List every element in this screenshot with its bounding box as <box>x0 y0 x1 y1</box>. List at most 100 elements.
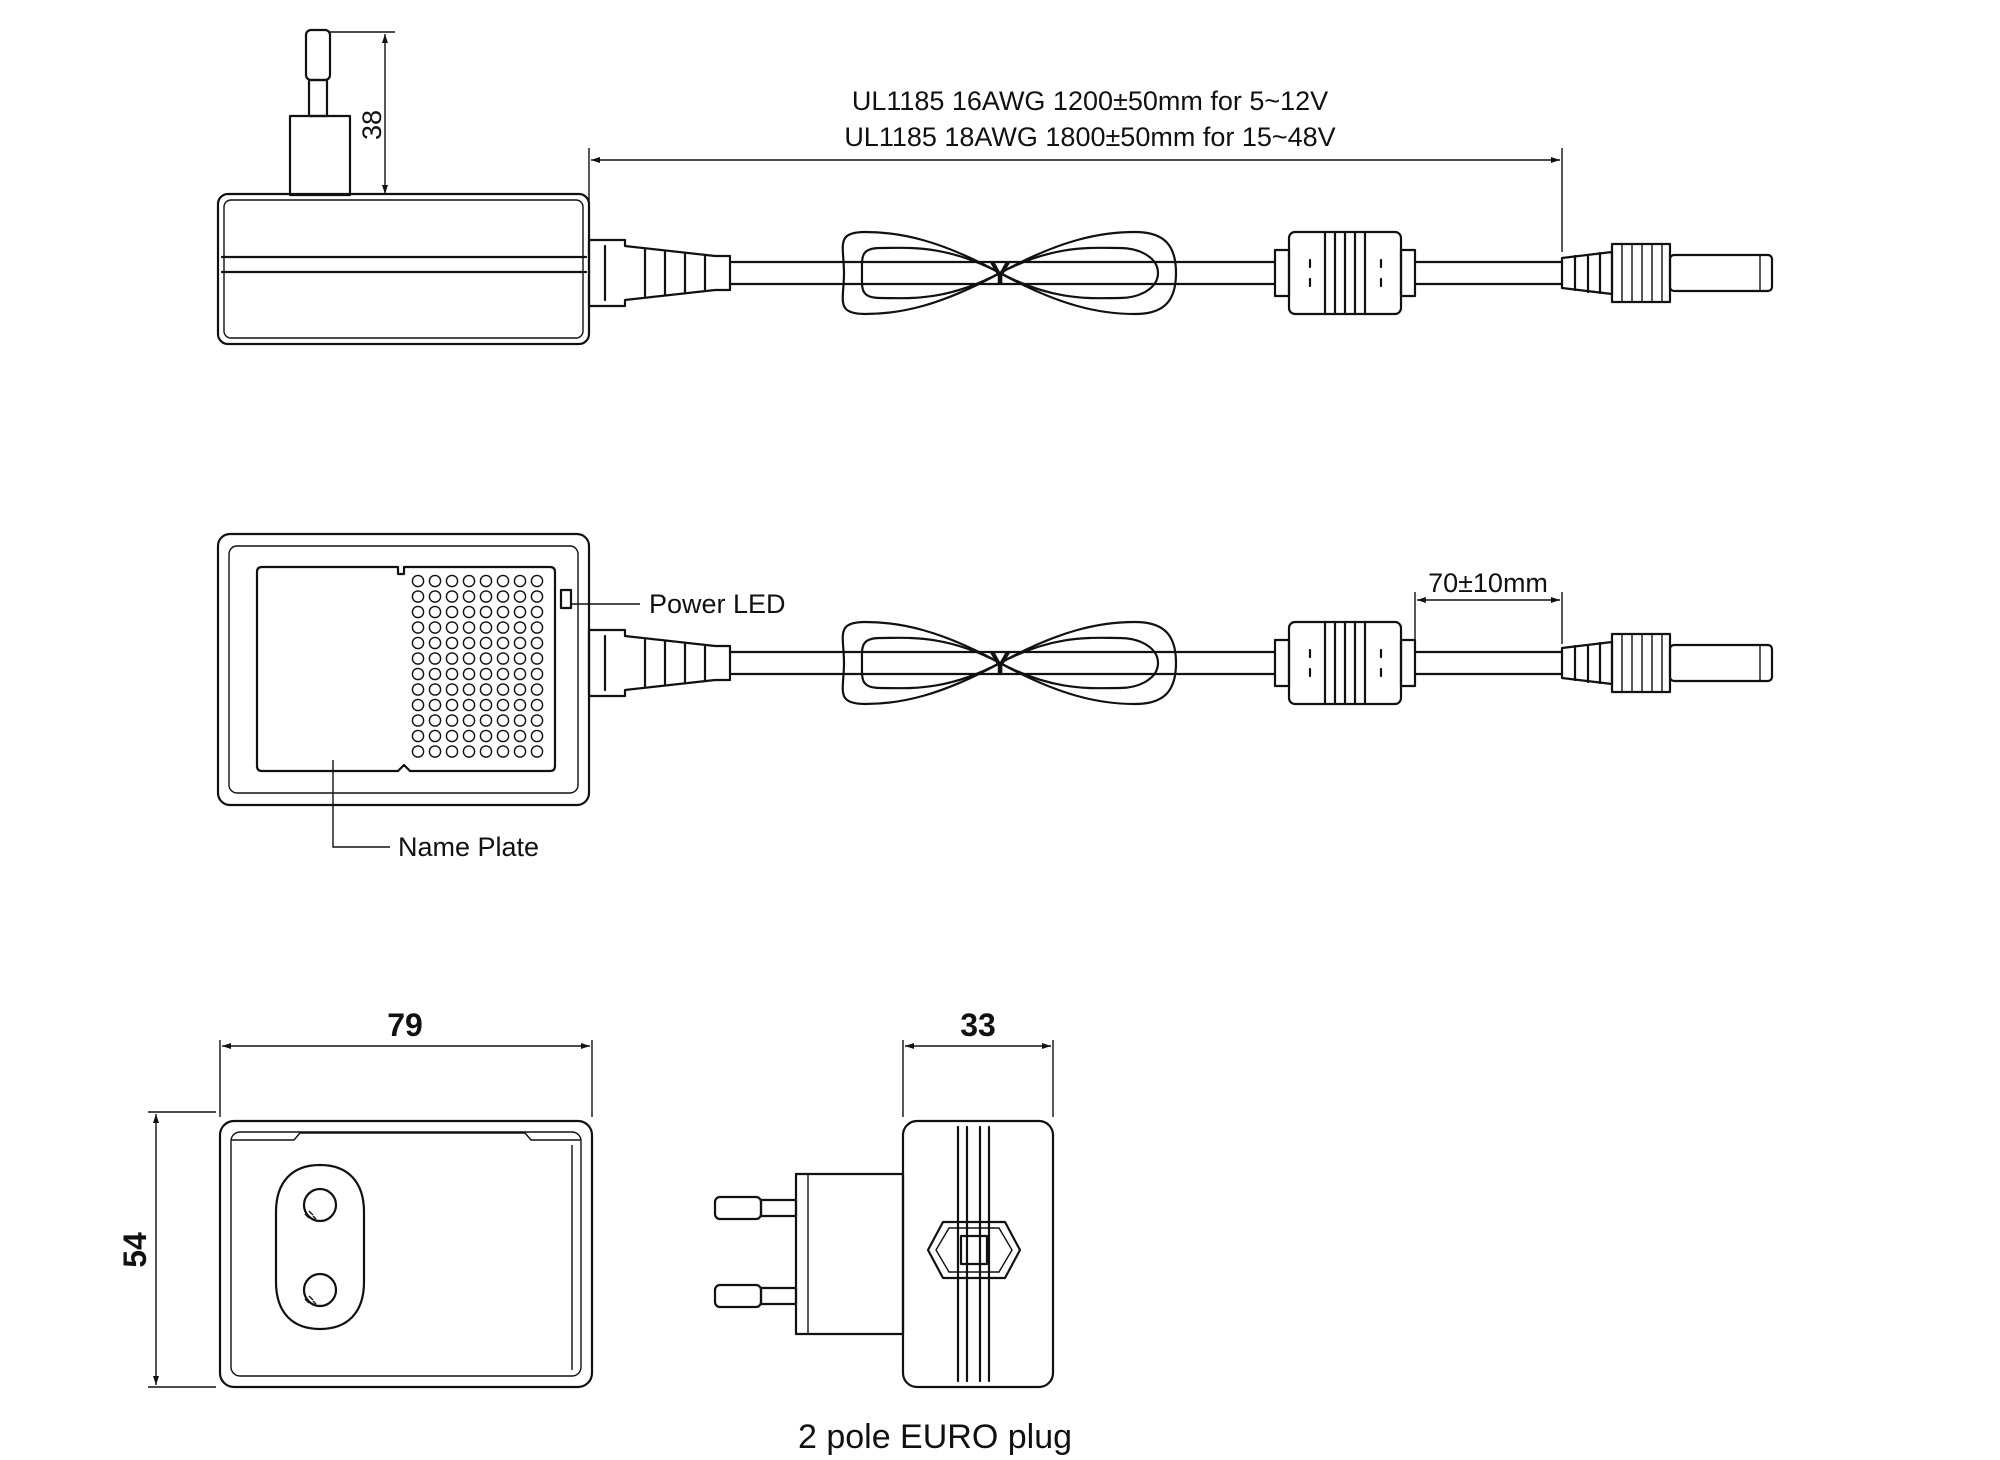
ferrite-offset-dimension: 70±10mm <box>1428 568 1548 598</box>
vent-hole <box>479 574 493 588</box>
euro-plug-pins <box>713 1172 905 1336</box>
adapter-body-side <box>216 192 591 346</box>
vent-hole <box>428 621 442 634</box>
vent-hole <box>445 667 459 681</box>
vent-hole <box>530 729 544 743</box>
vent-hole <box>462 745 476 758</box>
plug-side-view: 33 <box>713 1007 1055 1389</box>
vent-hole <box>479 590 493 603</box>
vent-hole <box>411 683 425 696</box>
vent-hole <box>445 729 459 743</box>
vent-hole <box>530 574 544 588</box>
vent-hole <box>496 621 510 634</box>
vent-hole <box>479 636 493 650</box>
vent-hole <box>513 698 527 712</box>
adapter-body-front <box>218 1119 594 1389</box>
width-dimension: 79 <box>387 1007 423 1043</box>
vent-hole <box>411 652 425 665</box>
side-view: 38 Y <box>216 28 1774 346</box>
cable-top <box>728 620 1564 706</box>
vent-hole <box>530 590 544 603</box>
vent-hole <box>411 714 425 727</box>
vent-hole <box>530 745 544 758</box>
vent-hole <box>428 605 442 619</box>
vent-hole <box>496 698 510 712</box>
vent-hole <box>496 683 510 696</box>
vent-hole <box>445 590 459 603</box>
power-led-callout: Power LED <box>649 589 786 619</box>
vent-hole <box>462 574 476 588</box>
vent-hole <box>479 621 493 634</box>
vent-hole <box>479 714 493 727</box>
vent-hole <box>479 698 493 712</box>
vent-hole <box>462 667 476 681</box>
vent-hole <box>513 745 527 758</box>
vent-hole <box>479 605 493 619</box>
vent-hole <box>479 652 493 665</box>
vent-hole <box>513 590 527 603</box>
vent-hole <box>496 574 510 588</box>
vent-hole <box>462 714 476 727</box>
vent-hole <box>513 714 527 727</box>
vent-hole <box>462 621 476 634</box>
vent-hole <box>411 729 425 743</box>
vent-hole <box>530 683 544 696</box>
vent-hole <box>513 621 527 634</box>
vent-hole <box>445 636 459 650</box>
height-dimension: 54 <box>117 1232 153 1268</box>
depth-dimension: 33 <box>960 1007 996 1043</box>
vent-hole <box>445 605 459 619</box>
vent-hole <box>445 574 459 588</box>
vent-hole <box>428 729 442 743</box>
vent-hole <box>445 698 459 712</box>
vent-hole <box>479 667 493 681</box>
vent-hole <box>445 683 459 696</box>
name-plate-callout: Name Plate <box>398 832 539 862</box>
vent-hole <box>496 590 510 603</box>
front-view: 79 54 <box>117 1007 594 1389</box>
strain-relief-side <box>587 238 732 308</box>
vent-hole <box>428 667 442 681</box>
vent-hole <box>530 714 544 727</box>
top-plug-pin <box>288 28 352 197</box>
socket-hole-upper <box>302 1187 338 1223</box>
vent-hole <box>513 652 527 665</box>
vent-holes <box>411 574 544 758</box>
power-led <box>559 588 573 610</box>
vent-hole <box>411 574 425 588</box>
vent-hole <box>428 698 442 712</box>
vent-hole <box>411 605 425 619</box>
vent-hole <box>411 667 425 681</box>
vent-hole <box>428 745 442 758</box>
vent-hole <box>411 590 425 603</box>
vent-hole <box>513 605 527 619</box>
cable-tie-label-side: Y <box>989 256 1010 292</box>
vent-hole <box>496 729 510 743</box>
vent-hole <box>513 683 527 696</box>
ferrite-core-top <box>1273 620 1417 706</box>
vent-hole <box>462 590 476 603</box>
vent-hole <box>428 714 442 727</box>
vent-hole <box>411 636 425 650</box>
vent-hole <box>462 698 476 712</box>
vent-hole <box>411 745 425 758</box>
vent-hole <box>530 667 544 681</box>
vent-hole <box>479 729 493 743</box>
pin-length-dimension: 38 <box>357 110 387 140</box>
vent-hole <box>428 683 442 696</box>
vent-hole <box>462 683 476 696</box>
euro-socket <box>274 1163 366 1331</box>
vent-hole <box>496 605 510 619</box>
vent-hole <box>445 652 459 665</box>
cable-tie-label-top: Y <box>989 646 1010 682</box>
vent-hole <box>530 621 544 634</box>
vent-hole <box>462 729 476 743</box>
vent-hole <box>411 698 425 712</box>
ferrite-core-side <box>1273 230 1417 316</box>
socket-hole-lower <box>302 1272 338 1308</box>
vent-hole <box>428 574 442 588</box>
vent-hole <box>513 667 527 681</box>
vent-hole <box>513 729 527 743</box>
vent-hole <box>428 636 442 650</box>
vent-hole <box>479 683 493 696</box>
